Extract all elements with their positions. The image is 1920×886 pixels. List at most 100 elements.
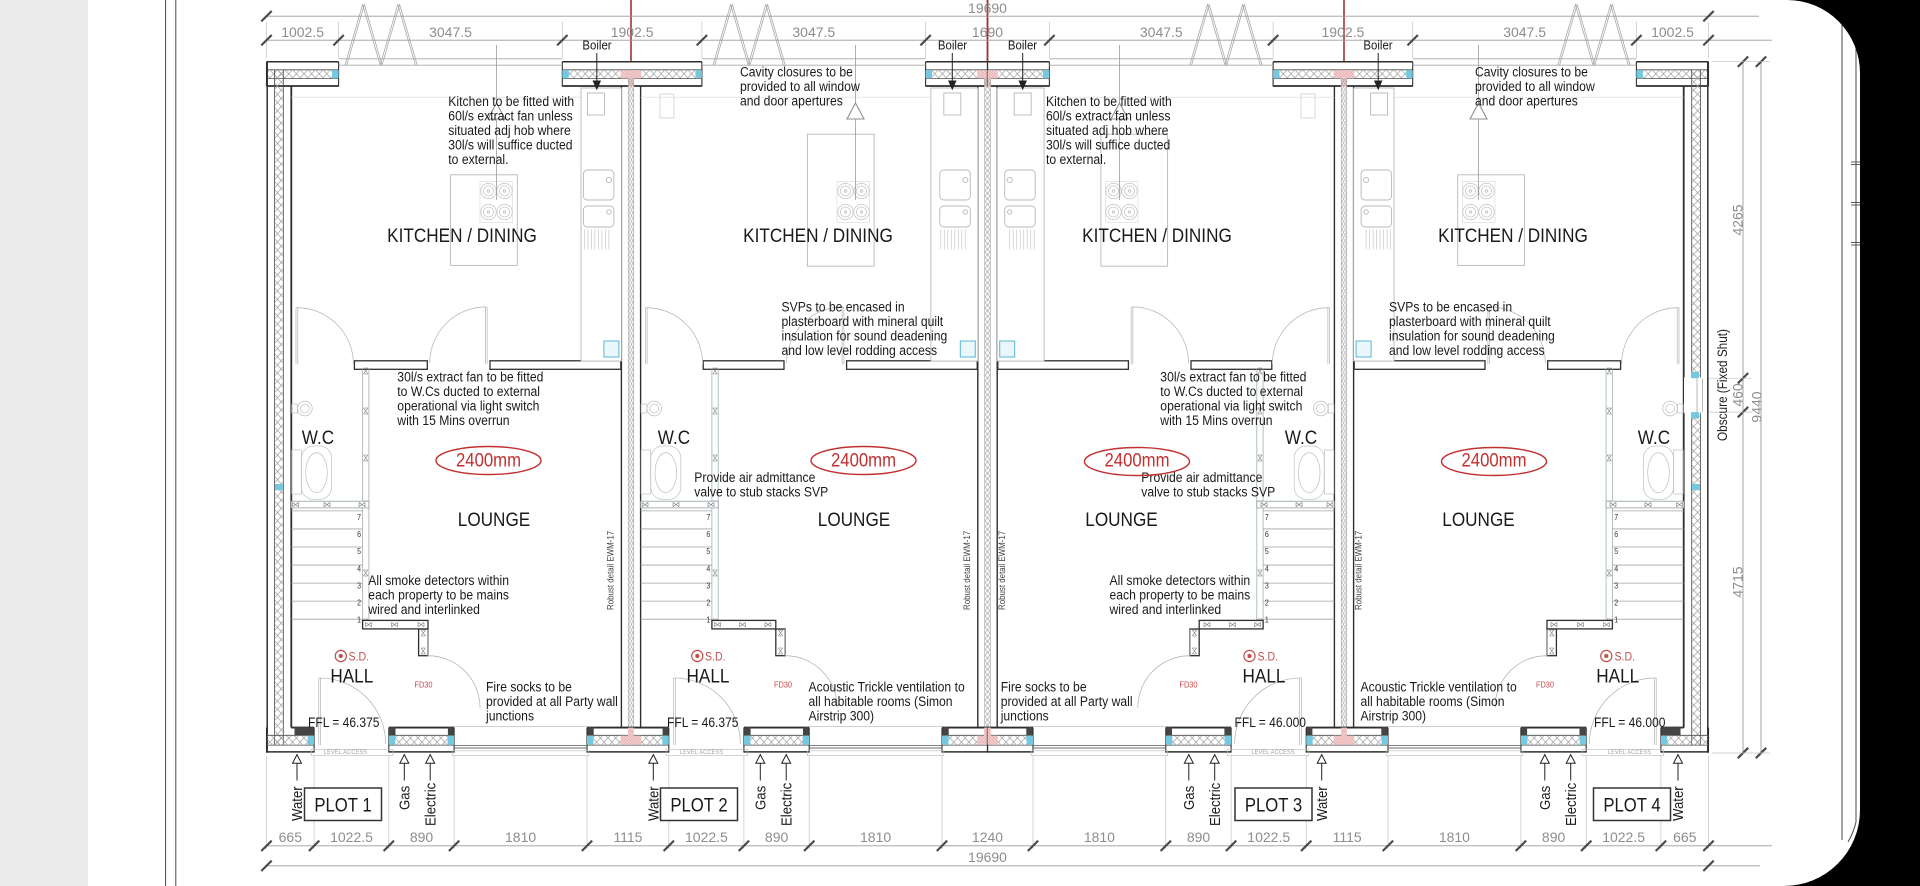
svg-text:FFL = 46.000: FFL = 46.000 xyxy=(1594,714,1665,730)
svg-text:Boiler: Boiler xyxy=(582,38,611,53)
svg-text:Robust detail EWM-17: Robust detail EWM-17 xyxy=(1353,531,1364,610)
svg-text:890: 890 xyxy=(1542,829,1566,845)
svg-text:provided to all window: provided to all window xyxy=(1475,78,1595,94)
svg-text:Kitchen to be fitted with: Kitchen to be fitted with xyxy=(1046,93,1172,109)
svg-text:wired and interlinked: wired and interlinked xyxy=(367,601,480,617)
svg-text:Water: Water xyxy=(1313,786,1330,821)
svg-text:Provide air admittance: Provide air admittance xyxy=(694,469,815,485)
svg-text:4: 4 xyxy=(1265,564,1269,574)
svg-text:SVPs to be encased in: SVPs to be encased in xyxy=(1389,299,1512,315)
svg-text:30l/s will suffice ducted: 30l/s will suffice ducted xyxy=(448,137,572,153)
svg-text:1: 1 xyxy=(706,615,710,625)
svg-text:890: 890 xyxy=(1187,829,1211,845)
svg-text:4715: 4715 xyxy=(1730,566,1746,597)
svg-text:FD30: FD30 xyxy=(1536,680,1555,690)
svg-text:LOUNGE: LOUNGE xyxy=(458,508,530,530)
svg-text:FFL = 46.375: FFL = 46.375 xyxy=(308,714,379,730)
svg-text:W.C: W.C xyxy=(302,426,334,448)
svg-text:4265: 4265 xyxy=(1730,204,1746,235)
svg-text:6: 6 xyxy=(706,530,710,540)
svg-text:HALL: HALL xyxy=(1596,664,1639,686)
svg-text:and door apertures: and door apertures xyxy=(740,93,843,109)
svg-text:3: 3 xyxy=(1614,581,1618,591)
svg-text:Electric: Electric xyxy=(1562,783,1579,826)
svg-text:LOUNGE: LOUNGE xyxy=(818,508,890,530)
svg-text:1810: 1810 xyxy=(1084,829,1115,845)
svg-text:890: 890 xyxy=(765,829,789,845)
svg-text:2: 2 xyxy=(1265,598,1269,608)
svg-text:1022.5: 1022.5 xyxy=(330,829,373,845)
svg-text:valve to stub stacks SVP: valve to stub stacks SVP xyxy=(694,484,828,500)
svg-text:Airstrip 300): Airstrip 300) xyxy=(809,708,875,724)
svg-text:Obscure (Fixed Shut): Obscure (Fixed Shut) xyxy=(1715,329,1730,441)
svg-text:wired and interlinked: wired and interlinked xyxy=(1109,601,1222,617)
svg-text:W.C: W.C xyxy=(1285,426,1317,448)
svg-text:PLOT 2: PLOT 2 xyxy=(670,795,727,816)
svg-text:provided at all Party wall: provided at all Party wall xyxy=(486,693,618,709)
svg-text:Fire socks to be: Fire socks to be xyxy=(1001,679,1087,695)
svg-text:operational via light switch: operational via light switch xyxy=(1160,398,1302,414)
svg-text:W.C: W.C xyxy=(1638,426,1670,448)
svg-text:FD30: FD30 xyxy=(1179,680,1198,690)
svg-text:FFL = 46.375: FFL = 46.375 xyxy=(667,714,738,730)
svg-text:1002.5: 1002.5 xyxy=(281,24,324,40)
svg-text:1902.5: 1902.5 xyxy=(611,24,654,40)
svg-text:PLOT 1: PLOT 1 xyxy=(314,795,371,816)
svg-text:1902.5: 1902.5 xyxy=(1321,24,1364,40)
svg-text:Water: Water xyxy=(644,786,661,821)
svg-text:S.D.: S.D. xyxy=(1258,651,1279,664)
svg-text:665: 665 xyxy=(279,829,303,845)
svg-text:with 15 Mins overrun: with 15 Mins overrun xyxy=(1159,412,1272,428)
svg-text:3: 3 xyxy=(357,581,361,591)
svg-text:1115: 1115 xyxy=(1333,829,1362,845)
svg-text:plasterboard with mineral quil: plasterboard with mineral quilt xyxy=(782,313,944,329)
svg-text:5: 5 xyxy=(706,547,710,557)
svg-text:Boiler: Boiler xyxy=(938,38,967,53)
svg-text:to external.: to external. xyxy=(1046,151,1106,167)
svg-text:LEVEL ACCESS: LEVEL ACCESS xyxy=(1251,750,1294,756)
svg-text:LEVEL ACCESS: LEVEL ACCESS xyxy=(680,750,723,756)
svg-text:insulation for sound deadening: insulation for sound deadening xyxy=(1389,328,1555,344)
svg-text:each property to be mains: each property to be mains xyxy=(1110,587,1251,603)
svg-text:4: 4 xyxy=(1614,564,1618,574)
svg-text:Electric: Electric xyxy=(1206,783,1223,826)
svg-text:with 15 Mins overrun: with 15 Mins overrun xyxy=(396,412,509,428)
svg-text:plasterboard with mineral quil: plasterboard with mineral quilt xyxy=(1389,313,1551,329)
svg-text:Acoustic Trickle ventilation t: Acoustic Trickle ventilation to xyxy=(809,679,965,695)
svg-text:SVPs to be encased in: SVPs to be encased in xyxy=(782,299,905,315)
svg-text:9440: 9440 xyxy=(1749,391,1765,422)
svg-text:1810: 1810 xyxy=(860,829,891,845)
svg-text:Fire socks to be: Fire socks to be xyxy=(486,679,572,695)
svg-text:2400mm: 2400mm xyxy=(1105,450,1170,471)
svg-text:30l/s extract fan to be fitted: 30l/s extract fan to be fitted xyxy=(1160,369,1306,385)
svg-text:1690: 1690 xyxy=(972,24,1003,40)
svg-text:30l/s will suffice ducted: 30l/s will suffice ducted xyxy=(1046,137,1170,153)
svg-text:665: 665 xyxy=(1673,829,1697,845)
svg-text:890: 890 xyxy=(410,829,434,845)
svg-text:PLOT 3: PLOT 3 xyxy=(1245,795,1302,816)
svg-text:Airstrip 300): Airstrip 300) xyxy=(1361,708,1427,724)
svg-text:Robust detail EWM-17: Robust detail EWM-17 xyxy=(605,531,616,610)
svg-text:Water: Water xyxy=(1669,786,1686,821)
svg-text:S.D.: S.D. xyxy=(349,651,370,664)
svg-text:6: 6 xyxy=(1265,530,1269,540)
svg-text:provided at all Party wall: provided at all Party wall xyxy=(1001,693,1133,709)
svg-text:Cavity closures to be: Cavity closures to be xyxy=(1475,64,1588,80)
svg-text:KITCHEN / DINING: KITCHEN / DINING xyxy=(743,224,893,246)
svg-text:LEVEL ACCESS: LEVEL ACCESS xyxy=(324,750,367,756)
svg-text:and low level rodding access: and low level rodding access xyxy=(1389,342,1545,358)
svg-text:4: 4 xyxy=(706,564,710,574)
svg-text:3: 3 xyxy=(1265,581,1269,591)
svg-text:HALL: HALL xyxy=(330,664,373,686)
svg-text:1115: 1115 xyxy=(613,829,642,845)
svg-text:LOUNGE: LOUNGE xyxy=(1442,508,1514,530)
svg-text:19690: 19690 xyxy=(968,849,1007,865)
svg-text:1810: 1810 xyxy=(505,829,536,845)
svg-text:7: 7 xyxy=(1614,513,1618,523)
svg-text:Gas: Gas xyxy=(396,786,413,810)
svg-text:7: 7 xyxy=(357,513,361,523)
svg-text:junctions: junctions xyxy=(1000,708,1049,724)
svg-text:Water: Water xyxy=(288,786,305,821)
svg-text:1: 1 xyxy=(1614,615,1618,625)
svg-text:Electric: Electric xyxy=(778,783,795,826)
